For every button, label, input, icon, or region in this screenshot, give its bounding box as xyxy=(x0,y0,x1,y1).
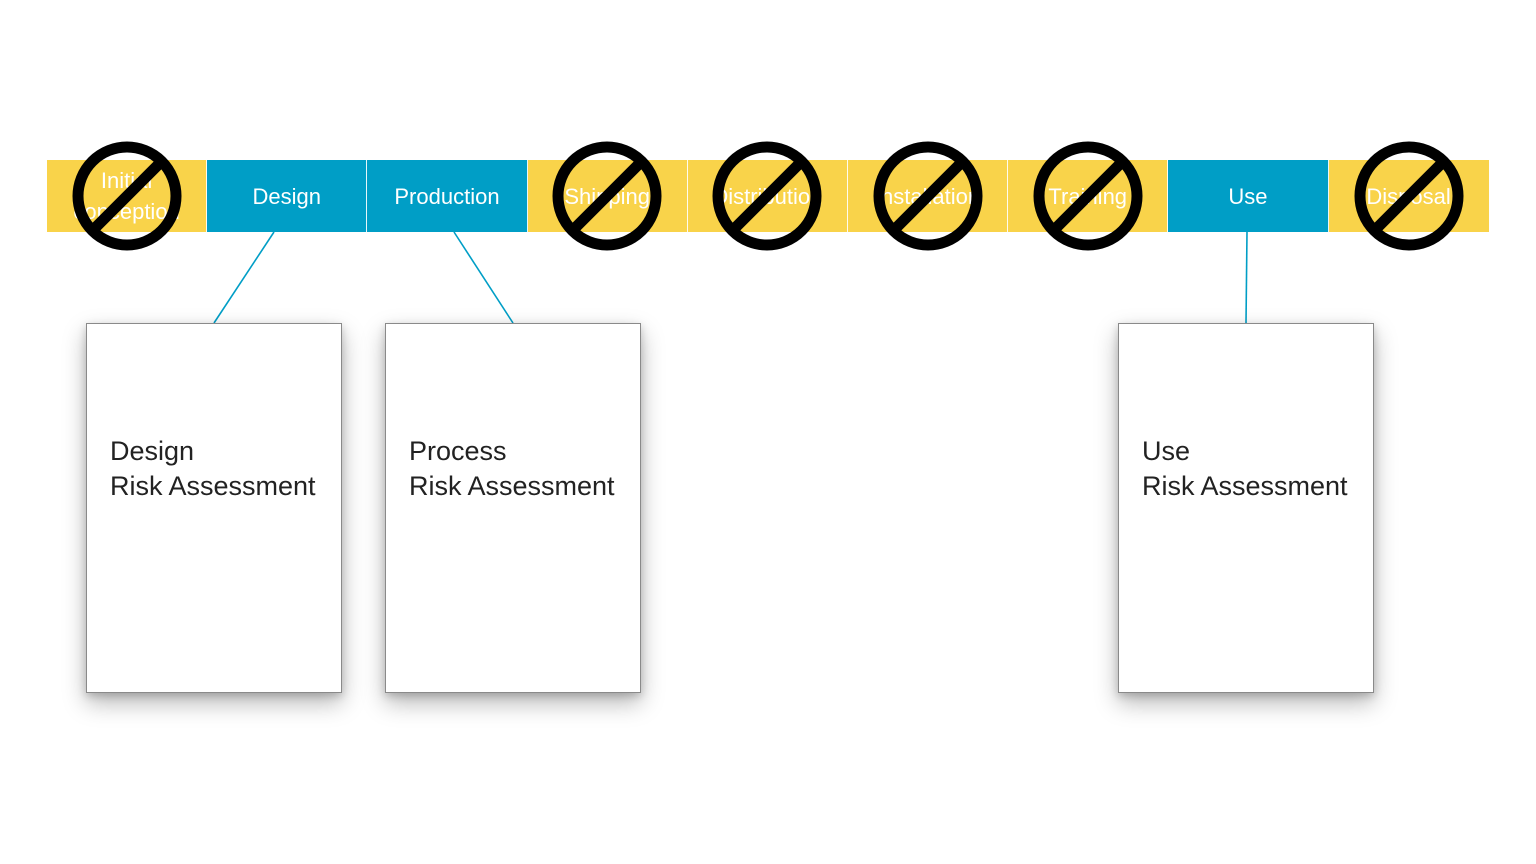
stage-label: Distribution xyxy=(712,183,823,209)
design-risk-assessment-card: Design Risk Assessment xyxy=(86,323,342,693)
stage-initial-conception: Initial conception xyxy=(47,141,208,251)
connector-design xyxy=(213,231,275,324)
card-title-line1: Process xyxy=(409,436,507,466)
stage-label: Initial conception xyxy=(73,168,180,224)
process-risk-assessment-card: Process Risk Assessment xyxy=(385,323,641,693)
stage-label: Installation xyxy=(874,183,981,209)
stage-label: Design xyxy=(252,183,322,209)
card-title: Process Risk Assessment xyxy=(409,434,615,504)
stage-shipping: Shipping xyxy=(527,141,688,251)
stage-label: Shipping xyxy=(564,183,650,209)
card-title: Use Risk Assessment xyxy=(1142,434,1348,504)
stage-label: Production xyxy=(394,183,500,209)
lifecycle-stage-bar: Initial conception Design Production Shi… xyxy=(47,141,1489,251)
stage-distribution: Distribution xyxy=(687,141,848,251)
stage-production: Production xyxy=(367,160,528,232)
card-title-line2: Risk Assessment xyxy=(1142,471,1348,501)
stage-label: Disposal xyxy=(1366,183,1451,209)
stage-training: Training xyxy=(1008,141,1169,251)
stage-label: Use xyxy=(1228,183,1268,209)
card-title-line2: Risk Assessment xyxy=(110,471,316,501)
use-risk-assessment-card: Use Risk Assessment xyxy=(1118,323,1374,693)
stage-design: Design xyxy=(207,160,368,232)
card-title-line1: Design xyxy=(110,436,195,466)
stage-use: Use xyxy=(1168,160,1329,232)
connector-use xyxy=(1245,231,1248,324)
card-title: Design Risk Assessment xyxy=(110,434,316,504)
card-title-line1: Use xyxy=(1142,436,1191,466)
stage-disposal: Disposal xyxy=(1328,141,1489,251)
connector-production xyxy=(453,231,514,324)
stage-label: Training xyxy=(1048,183,1128,209)
stage-installation: Installation xyxy=(847,141,1009,251)
card-title-line2: Risk Assessment xyxy=(409,471,615,501)
